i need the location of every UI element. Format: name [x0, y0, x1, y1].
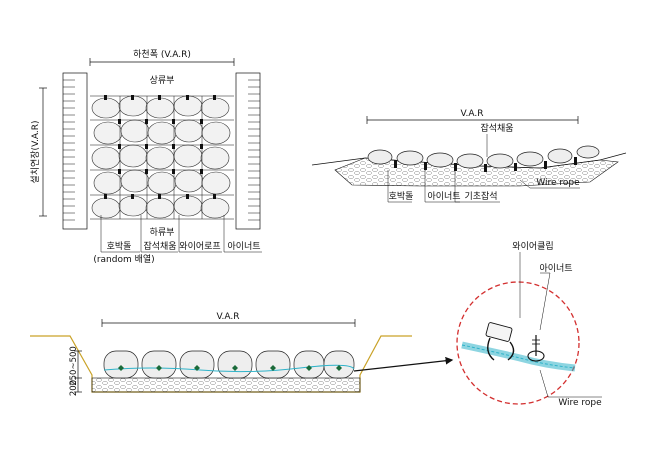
detail-circle [456, 281, 580, 405]
wire-rope-grid [90, 95, 234, 220]
base-dimension-label: 200 [69, 380, 79, 396]
detail-wire-label: Wire rope [558, 398, 602, 408]
top-boulders [367, 145, 600, 169]
top-var-label: V.A.R [461, 109, 484, 119]
upstream-label: 상류부 [150, 75, 175, 86]
callout-random: (random 배열) [93, 254, 154, 265]
callout-anchor: 아이너트 [227, 241, 260, 252]
right-bank [235, 72, 261, 230]
plan-view: 하천폭 (V.A.R) 설치연장(V.A.R) 상류부 [29, 49, 262, 265]
top-wire-label: Wire rope [536, 178, 580, 188]
top-callout-base: 기초잡석 [464, 190, 497, 202]
top-callout-boulder: 호박돌 [389, 191, 414, 202]
left-bank [62, 72, 88, 230]
bottom-anchors [118, 365, 342, 371]
callout-fill: 잡석채움 [143, 240, 176, 252]
bottom-boulders [103, 350, 355, 379]
top-anchors [394, 157, 577, 172]
top-section-leaders [387, 170, 580, 203]
wire-clip-icon [485, 322, 515, 361]
height-dimension-label: 250~500 [69, 346, 79, 386]
bottom-section-view: V.A.R 250~500 200 [30, 312, 454, 396]
top-fill-label: 잡석채움 [480, 122, 513, 134]
downstream-label: 하류부 [150, 227, 175, 238]
callout-boulder: 호박돌 [107, 241, 132, 252]
eye-nut-icon [527, 335, 545, 362]
bottom-var-label: V.A.R [217, 312, 240, 322]
detail-anchor-label: 아이너트 [539, 263, 572, 274]
anchor-pins [104, 95, 216, 199]
plan-leaders [100, 215, 262, 253]
boulder-grid [91, 95, 231, 219]
bottom-wire-rope [103, 364, 355, 373]
top-callout-anchor: 아이너트 [427, 191, 460, 202]
detail-clip-label: 와이어클립 [512, 240, 553, 252]
length-label: 설치연장(V.A.R) [29, 120, 41, 183]
top-section-view: V.A.R 잡석채움 호박돌 아이너트 기초잡석 [311, 109, 627, 203]
callout-wire-rope: 와이어로프 [179, 240, 220, 252]
detail-view: 와이어클립 아이너트 Wire rope [456, 240, 602, 408]
detail-wire-rope [461, 341, 576, 372]
detail-leaders [519, 252, 602, 398]
width-label: 하천폭 (V.A.R) [133, 49, 191, 60]
bank-hatching [63, 79, 260, 221]
bottom-base-gravel [91, 377, 361, 393]
detail-pointer-arrow [353, 356, 454, 372]
